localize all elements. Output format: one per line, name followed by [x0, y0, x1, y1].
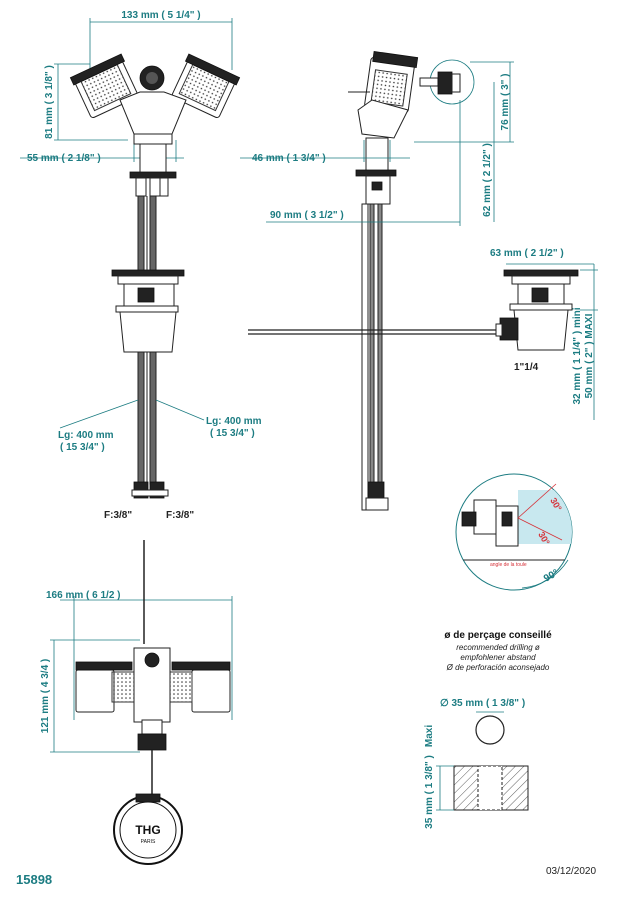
drilling-diameter-dim: ∅ 35 mm ( 1 3/8" ) [440, 698, 525, 709]
side-view: 46 mm ( 1 3/4" ) 90 mm ( 3 1/2" ) 76 mm … [240, 51, 514, 511]
drilling-section: ø de perçage conseillé recommended drill… [424, 630, 552, 829]
logo-text: THG [135, 823, 160, 837]
waste-min-dim: 32 mm ( 1 1/4" ) mini [572, 307, 583, 404]
drilling-title: ø de perçage conseillé [444, 630, 552, 641]
top-width-dim: 166 mm ( 6 1/2 ) [46, 590, 120, 601]
top-view: 166 mm ( 6 1/2 ) 121 mm ( 4 3/4 ) THG PA… [40, 540, 233, 865]
front-width-dim: 133 mm ( 5 1/4" ) [121, 10, 200, 21]
waste-view: 63 mm ( 2 1/2" ) 1"1/4 32 mm ( 1 1/4" ) … [490, 248, 598, 420]
hose-left-label: Lg: 400 mm [58, 430, 114, 441]
side-reach-dim: 46 mm ( 1 3/4" ) [252, 153, 326, 164]
waste-thread: 1"1/4 [514, 362, 539, 373]
drilling-thickness-dim: 35 mm ( 1 3/8" ) [424, 755, 435, 829]
waste-diameter-dim: 63 mm ( 2 1/2" ) [490, 248, 564, 259]
drilling-maxi: Maxi [424, 725, 435, 747]
reference-number: 15898 [16, 872, 52, 887]
top-depth-dim: 121 mm ( 4 3/4 ) [40, 659, 51, 733]
fitting-right-label: F:3/8" [166, 510, 194, 521]
drilling-es: Ø de perforación aconsejado [446, 663, 550, 672]
fitting-left-label: F:3/8" [104, 510, 132, 521]
drilling-de: empfohlener abstand [460, 653, 536, 662]
front-view: 133 mm ( 5 1/4" ) 81 mm ( 3 1/8" ) 55 mm… [20, 10, 262, 521]
hose-right-inches: ( 15 3/4" ) [210, 428, 255, 439]
hose-right-label: Lg: 400 mm [206, 416, 262, 427]
detail-note: angle de la toule [490, 562, 527, 568]
logo-sub: PARIS [141, 839, 156, 845]
drawing-date: 03/12/2020 [546, 866, 596, 877]
drilling-en: recommended drilling ø [456, 643, 540, 652]
hose-left-inches: ( 15 3/4" ) [60, 442, 105, 453]
front-height-dim: 81 mm ( 3 1/8" ) [44, 65, 55, 139]
side-projection-dim: 90 mm ( 3 1/2" ) [270, 210, 344, 221]
front-offset-dim: 55 mm ( 2 1/8" ) [27, 153, 101, 164]
detail-circle: 30° 30° angle de la toule 90° [455, 473, 573, 591]
side-spout-height: 76 mm ( 3" ) [500, 74, 511, 131]
side-height-dim: 62 mm ( 2 1/2" ) [482, 143, 493, 217]
waste-max-dim: 50 mm ( 2" ) MAXI [584, 313, 595, 398]
